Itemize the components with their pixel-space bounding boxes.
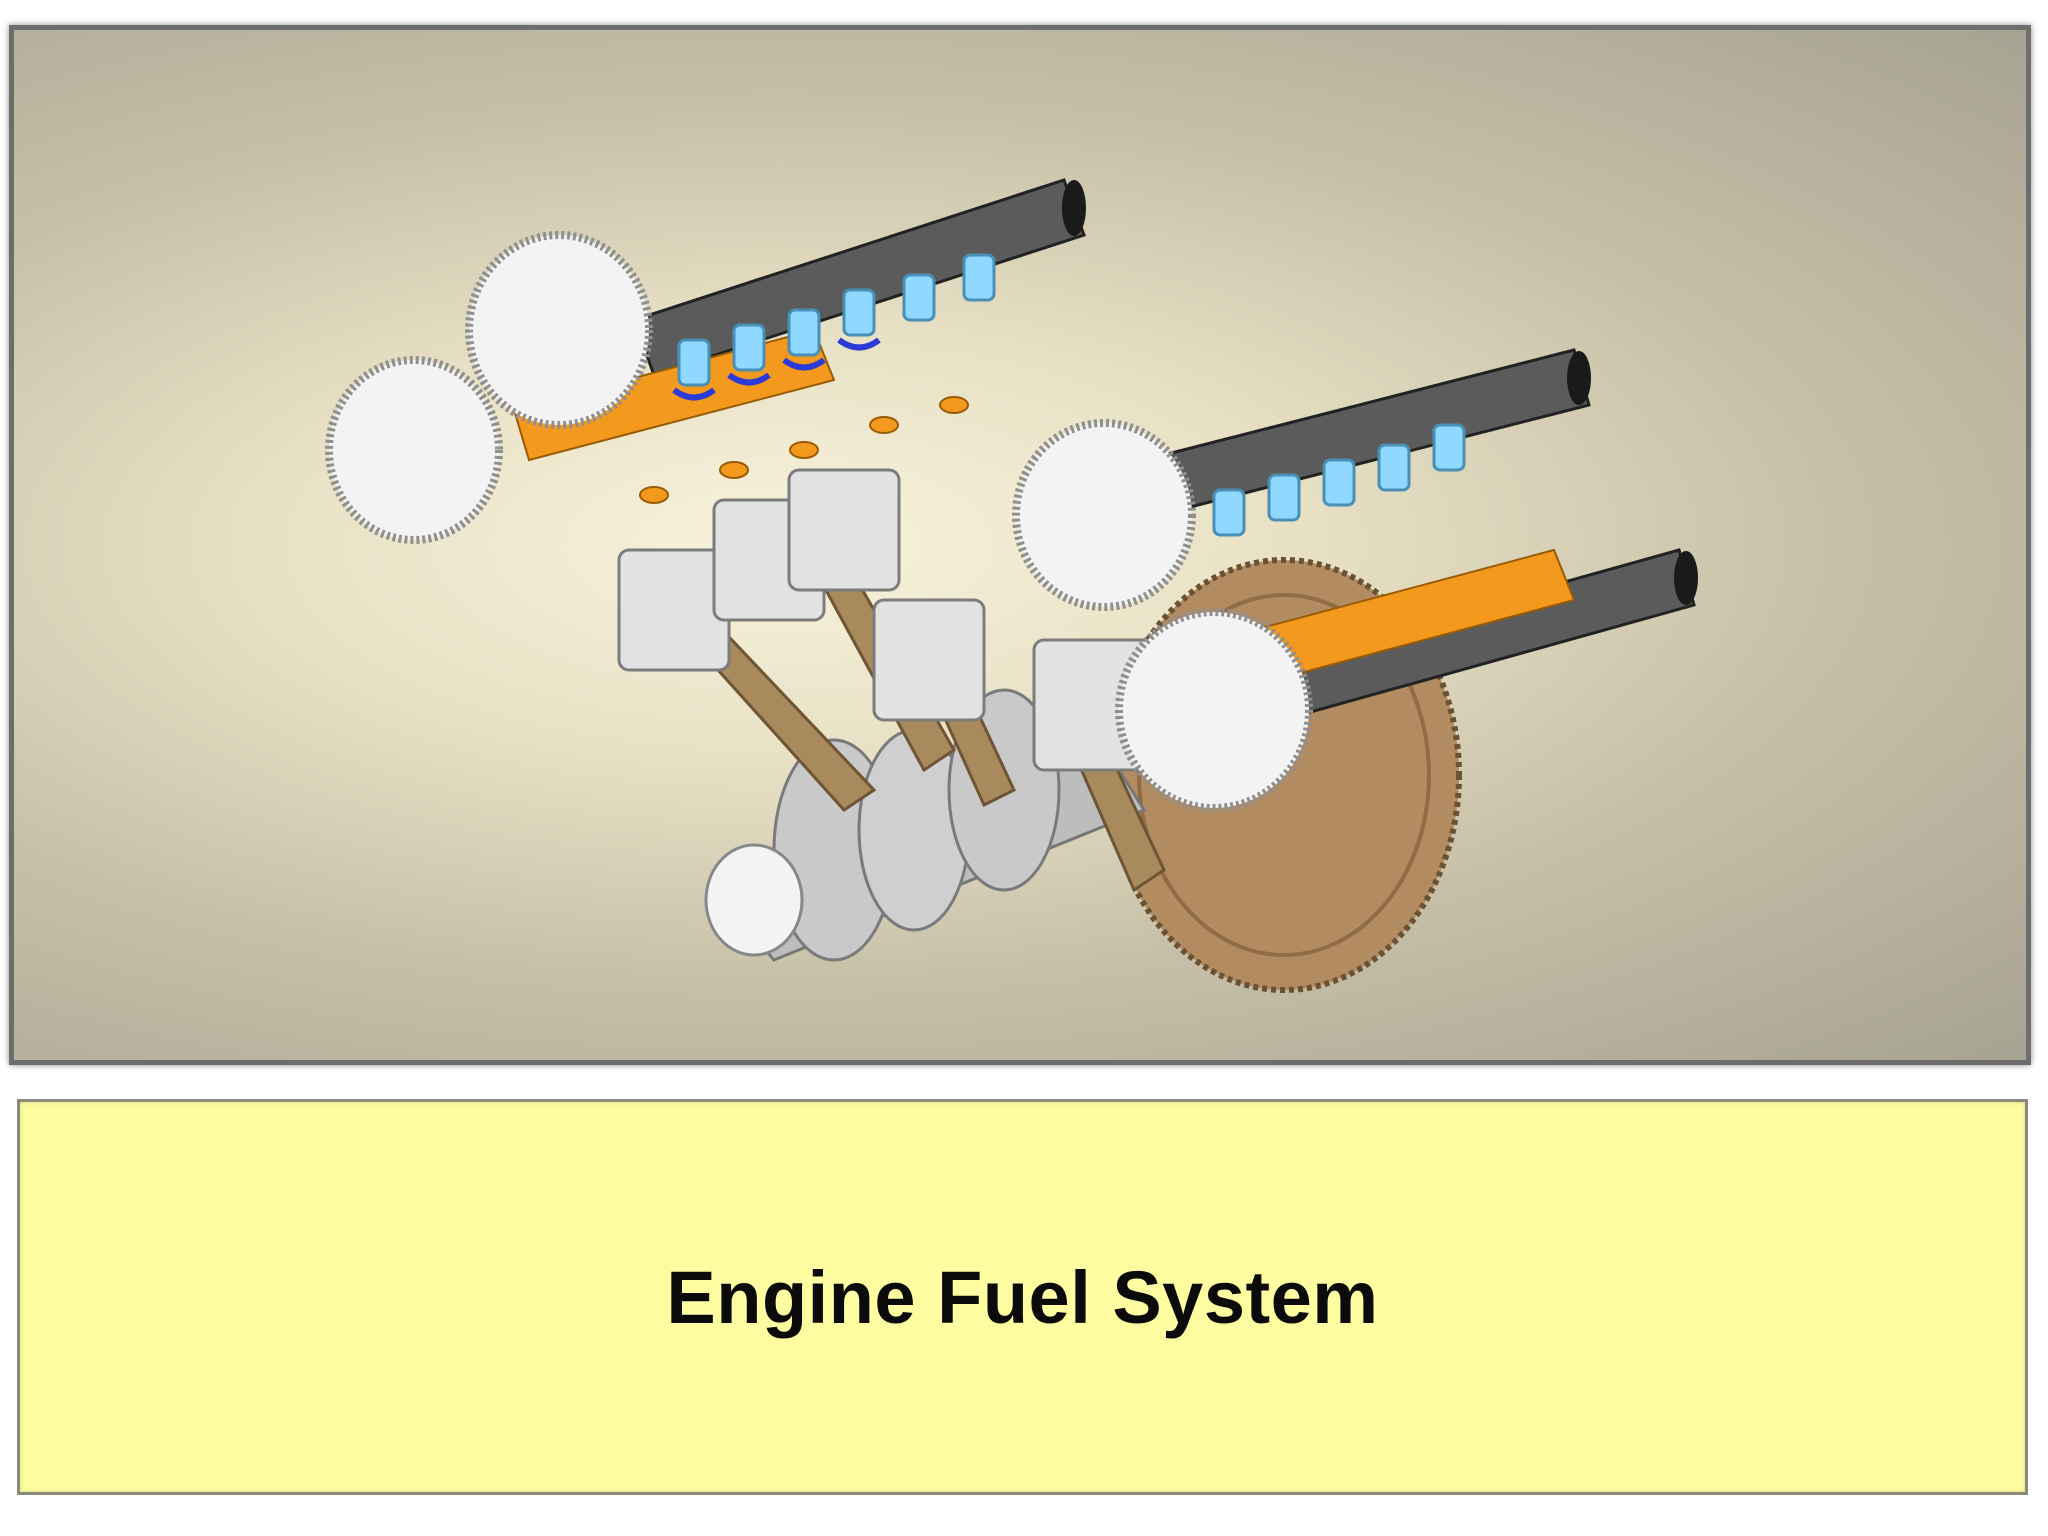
- right-upper-camshaft: [1142, 348, 1591, 537]
- caption-panel: Engine Fuel System: [17, 1099, 2028, 1495]
- slide-title: Engine Fuel System: [666, 1255, 1379, 1339]
- pistons: [617, 468, 1156, 772]
- left-valves: [639, 253, 996, 504]
- engine-illustration: [325, 178, 1698, 993]
- right-pulleys: [1012, 419, 1313, 812]
- left-pulleys: [325, 231, 653, 544]
- engine-image-panel: [9, 25, 2031, 1065]
